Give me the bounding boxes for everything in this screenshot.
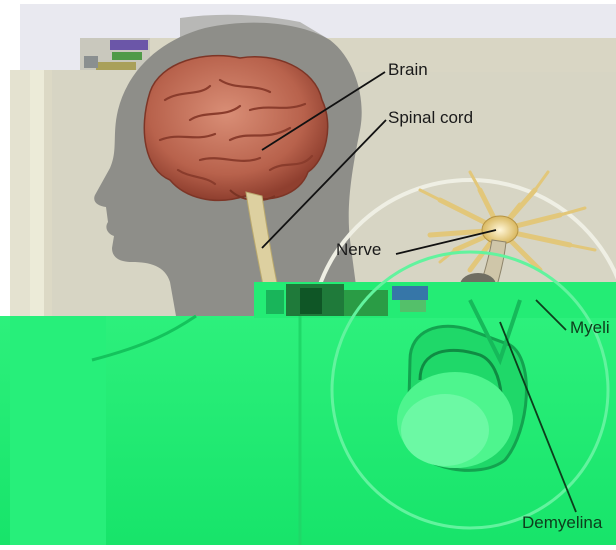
myelin-label: Myeli [570, 318, 610, 338]
brain-image [144, 56, 327, 201]
left-stripe-2 [30, 70, 44, 316]
nerve-label: Nerve [336, 240, 381, 260]
brain-label: Brain [388, 60, 428, 80]
green-left-stripe [10, 316, 106, 545]
demyelination-label: Demyelina [522, 513, 602, 533]
left-stripe-3 [44, 70, 52, 316]
left-stripe-1 [10, 70, 30, 316]
spinal-cord-label: Spinal cord [388, 108, 473, 128]
